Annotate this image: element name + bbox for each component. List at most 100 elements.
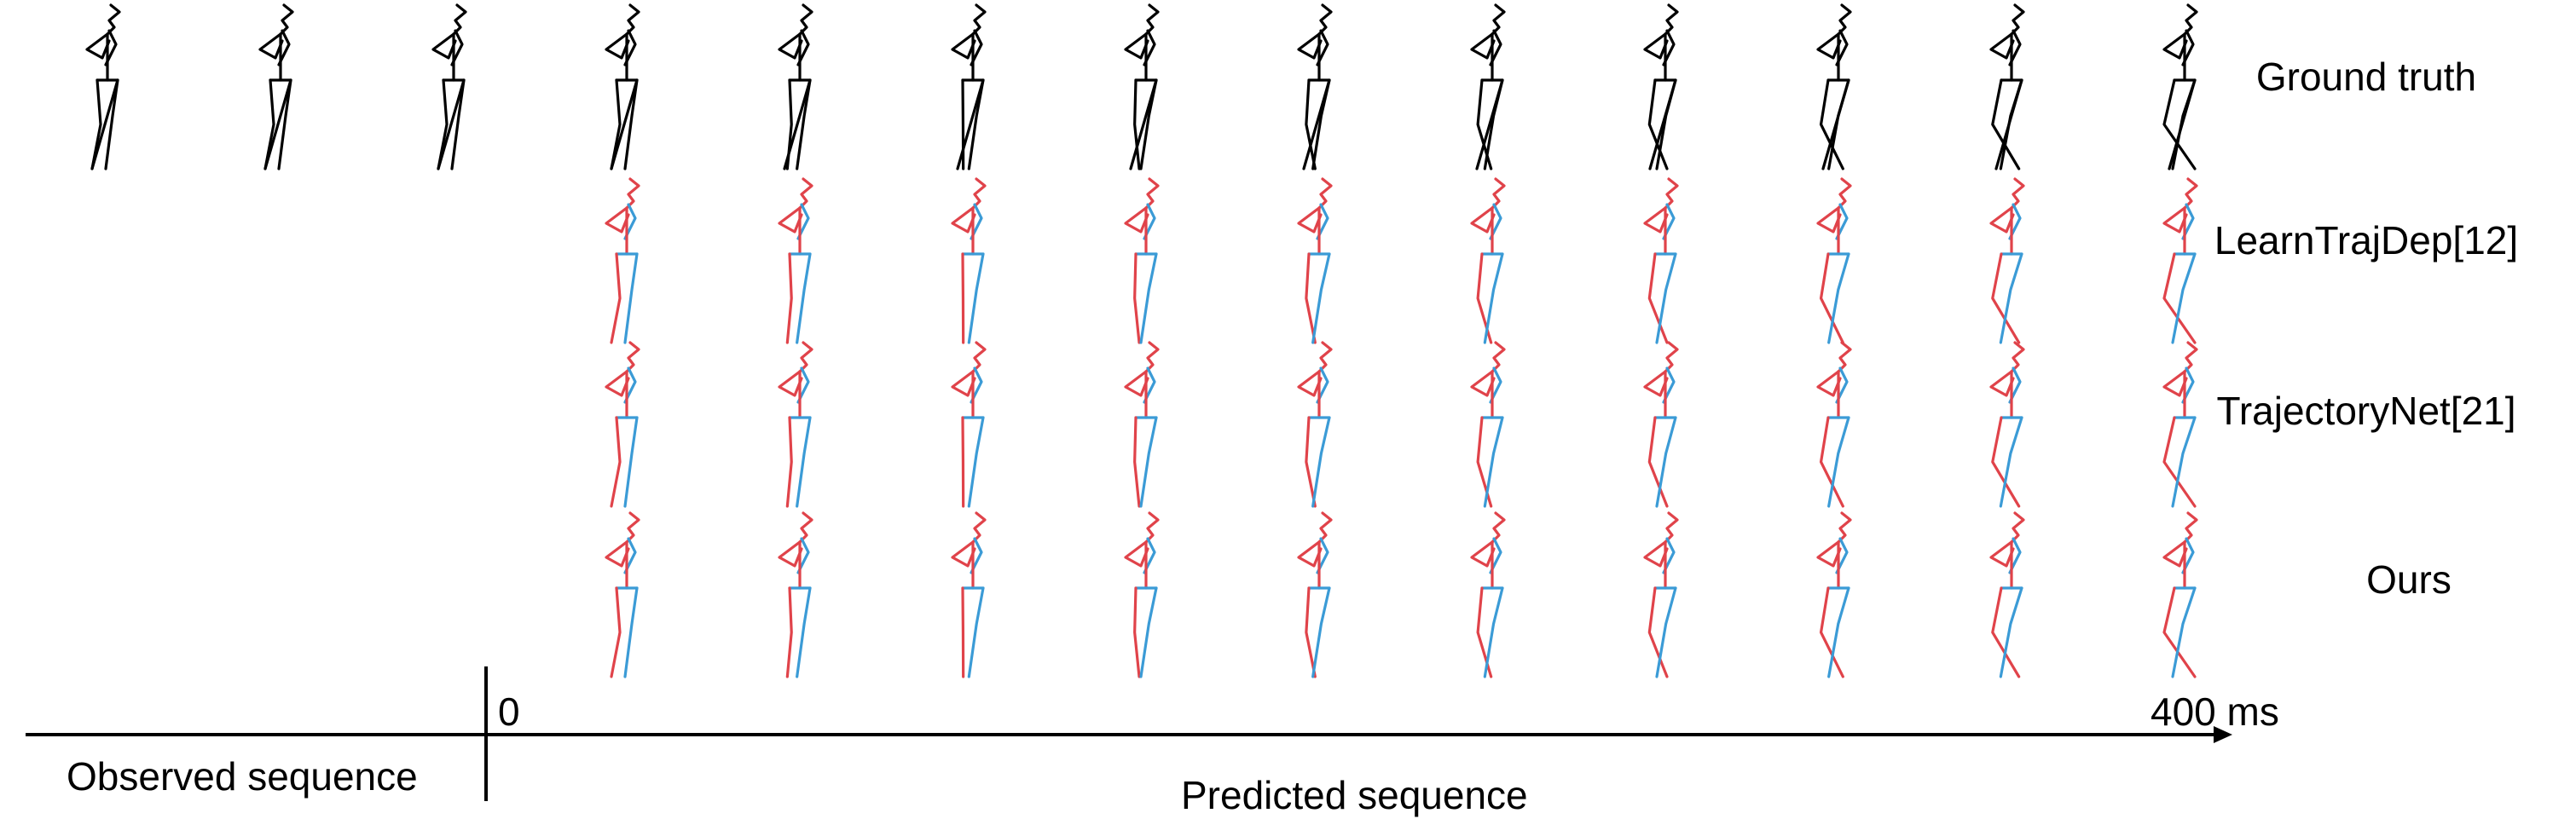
head-segment (1491, 3, 1506, 36)
learntrajdep-row (605, 177, 2198, 344)
left-arm-segment (951, 540, 976, 568)
ground-truth-pose (258, 3, 294, 170)
head-segment (1664, 511, 1679, 544)
head-segment (625, 511, 640, 544)
ours-pose (1124, 511, 1160, 678)
right-arm-segment (277, 29, 291, 66)
head-segment (1144, 177, 1160, 210)
head-segment (2010, 511, 2025, 544)
head-segment (1664, 341, 1679, 373)
left-leg-segment (1305, 586, 1317, 678)
ground-truth-row (85, 3, 2198, 170)
right-arm-segment (450, 29, 464, 66)
ours-pose (951, 511, 987, 678)
head-segment (452, 3, 467, 36)
left-leg-segment (1133, 78, 1141, 170)
trajectorynet-pose (2162, 341, 2198, 508)
right-arm-segment (1316, 366, 1329, 404)
right-arm-segment (1489, 366, 1502, 404)
right-leg-segment (1483, 586, 1504, 678)
timeline-end-label: 400 ms (2151, 689, 2279, 734)
left-arm-segment (1470, 32, 1496, 60)
left-arm-segment (258, 32, 284, 60)
left-arm-segment (605, 370, 630, 397)
left-leg-segment (1819, 78, 1844, 170)
left-leg-segment (610, 78, 622, 170)
right-leg-segment (1139, 586, 1158, 678)
right-arm-segment (623, 537, 637, 574)
right-arm-segment (2181, 29, 2195, 66)
row-label-ours: Ours (2366, 557, 2452, 602)
left-arm-segment (1643, 206, 1669, 234)
head-segment (798, 3, 813, 36)
learntrajdep-pose (1297, 177, 1333, 344)
left-arm-segment (1470, 540, 1496, 568)
left-arm-segment (1470, 370, 1496, 397)
ground-truth-pose (1643, 3, 1679, 170)
right-arm-segment (1835, 29, 1849, 66)
right-arm-segment (104, 29, 118, 66)
head-segment (2010, 341, 2025, 373)
head-segment (2183, 3, 2198, 36)
right-leg-segment (1827, 252, 1850, 344)
right-leg-segment (1999, 586, 2023, 678)
left-arm-segment (2162, 540, 2188, 568)
ours-row (605, 511, 2198, 678)
left-arm-segment (778, 540, 803, 568)
right-leg-segment (1139, 416, 1158, 508)
crossing-leg-segment (610, 78, 639, 170)
left-leg-segment (610, 586, 622, 678)
right-arm-segment (1316, 537, 1329, 574)
left-leg-segment (961, 252, 965, 344)
row-label-ground-truth: Ground truth (2255, 55, 2477, 99)
head-segment (1317, 341, 1333, 373)
left-leg-segment (90, 78, 102, 170)
right-leg-segment (1827, 416, 1850, 508)
right-arm-segment (623, 366, 637, 404)
right-arm-segment (796, 29, 810, 66)
crossing-leg-segment (2168, 78, 2197, 170)
left-arm-segment (951, 206, 976, 234)
left-arm-segment (1989, 206, 2015, 234)
left-arm-segment (1470, 206, 1496, 234)
right-arm-segment (970, 366, 983, 404)
right-leg-segment (967, 252, 985, 344)
observed-sequence-label: Observed sequence (67, 754, 418, 799)
ground-truth-pose (1816, 3, 1852, 170)
left-leg-segment (1133, 252, 1141, 344)
ours-pose (1989, 511, 2025, 678)
right-leg-segment (623, 586, 639, 678)
head-segment (1491, 177, 1506, 210)
right-leg-segment (1311, 586, 1331, 678)
right-arm-segment (1662, 366, 1676, 404)
predicted-sequence-label: Predicted sequence (1181, 773, 1528, 817)
right-leg-segment (1139, 252, 1158, 344)
right-arm-segment (1489, 29, 1502, 66)
left-arm-segment (1297, 206, 1323, 234)
ground-truth-pose (778, 3, 813, 170)
trajectorynet-pose (605, 341, 640, 508)
left-leg-segment (1647, 78, 1669, 170)
left-leg-segment (1133, 416, 1141, 508)
head-segment (971, 341, 987, 373)
head-segment (625, 177, 640, 210)
left-arm-segment (605, 540, 630, 568)
head-segment (2010, 3, 2025, 36)
right-arm-segment (1143, 29, 1156, 66)
left-arm-segment (1816, 206, 1842, 234)
left-leg-segment (263, 78, 275, 170)
right-leg-segment (796, 586, 812, 678)
timeline-axis (26, 666, 2232, 801)
trajectorynet-pose (1989, 341, 2025, 508)
head-segment (1317, 3, 1333, 36)
head-segment (1317, 511, 1333, 544)
ground-truth-pose (2162, 3, 2198, 170)
left-arm-segment (1643, 32, 1669, 60)
ground-truth-pose (1297, 3, 1333, 170)
ground-truth-pose (1124, 3, 1160, 170)
head-segment (1837, 341, 1852, 373)
right-arm-segment (1143, 537, 1156, 574)
left-arm-segment (431, 32, 457, 60)
left-leg-segment (785, 252, 793, 344)
trajectorynet-row (605, 341, 2198, 508)
